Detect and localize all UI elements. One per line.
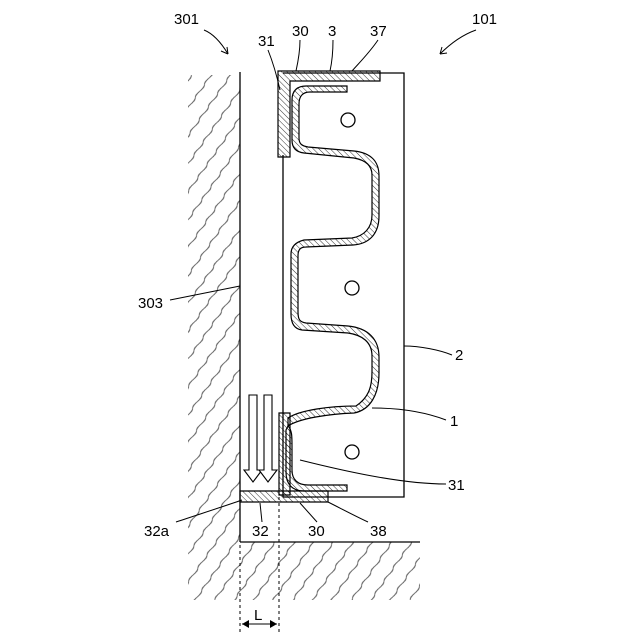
label-301: 301 <box>174 11 199 28</box>
bottom-plate-32 <box>240 491 328 502</box>
label-dimension-L: L <box>254 607 262 624</box>
label-303: 303 <box>138 295 163 312</box>
label-37: 37 <box>370 23 387 40</box>
bottom-bracket-31 <box>279 413 290 495</box>
frame-2 <box>283 73 404 497</box>
label-3: 3 <box>328 23 336 40</box>
corrugated-member-1 <box>286 86 379 491</box>
label-30-top: 30 <box>292 23 309 40</box>
label-30-bottom: 30 <box>308 523 325 540</box>
label-2: 2 <box>455 347 463 364</box>
label-1: 1 <box>450 413 458 430</box>
label-101: 101 <box>472 11 497 28</box>
flow-arrows <box>244 395 277 482</box>
label-32: 32 <box>252 523 269 540</box>
label-31-bottom: 31 <box>448 477 465 494</box>
label-38: 38 <box>370 523 387 540</box>
label-31-top: 31 <box>258 33 275 50</box>
label-32a: 32a <box>144 523 170 540</box>
